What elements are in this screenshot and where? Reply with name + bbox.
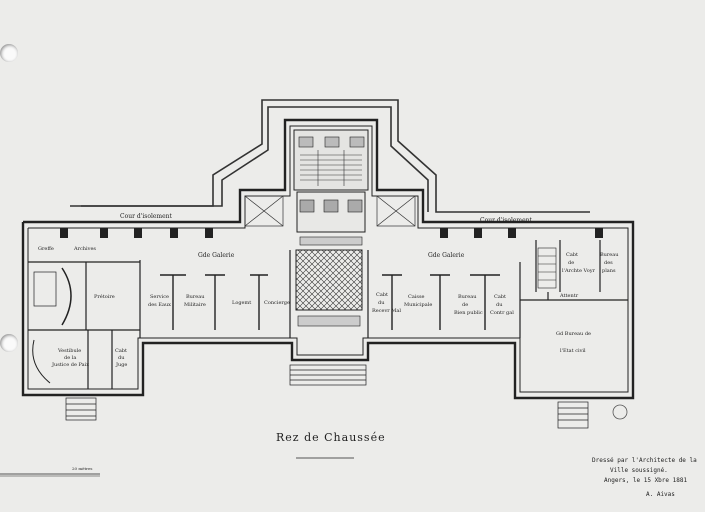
plan-title: Rez de Chaussée xyxy=(276,431,386,444)
signature-line-1: Dressé par l'Architecte de la xyxy=(592,457,697,464)
side-steps xyxy=(65,397,589,429)
central-hall xyxy=(295,249,363,311)
central-landing xyxy=(297,315,361,327)
gallery-label-right: Gde Galerie xyxy=(428,252,465,259)
room-cab-controleur-3: Contr gal xyxy=(490,310,514,316)
room-service-eaux-1: Service xyxy=(150,294,169,300)
room-vestibule-3: Justice de Paix xyxy=(51,362,89,368)
side-stairs xyxy=(244,195,416,227)
room-vestibule-1: Vestibule xyxy=(57,348,81,354)
archive-stamp xyxy=(612,404,628,420)
room-cab-architecte-3: l'Archte Voyr xyxy=(562,268,596,274)
room-bureau-militaire-1: Bureau xyxy=(186,294,205,300)
room-vestibule-2: de la xyxy=(64,355,76,361)
court-label-left: Cour d'isolement xyxy=(120,213,173,220)
room-cab-controleur-2: du xyxy=(496,302,503,308)
punch-hole-top xyxy=(0,44,18,62)
room-bureau-plans-1: Bureau xyxy=(600,252,619,258)
room-attente: Attentr xyxy=(559,293,579,299)
gallery-piers xyxy=(160,274,500,330)
room-cab-juge-2: du xyxy=(118,355,125,361)
pretoire-bench xyxy=(61,267,72,326)
room-caisse-2: Municipale xyxy=(404,302,432,308)
room-concierge: Concierge xyxy=(264,300,290,306)
court-label-right: Cour d'isolement xyxy=(480,217,533,224)
signature-line-2: Ville soussigné. xyxy=(610,467,668,474)
scale-label: 20 mètres xyxy=(72,466,92,471)
punch-hole-bottom xyxy=(0,334,18,352)
room-cab-juge-3: Juge xyxy=(115,362,127,368)
central-pavilion xyxy=(293,129,369,246)
room-cab-controleur-1: Cabt xyxy=(494,294,506,300)
inner-walls xyxy=(27,125,629,393)
entrance-steps xyxy=(289,364,367,386)
room-cab-receveur-1: Cabt xyxy=(376,292,388,298)
court-boundary xyxy=(70,99,590,213)
pretoire-dais xyxy=(33,271,57,307)
room-bureau-biens-2: de xyxy=(462,302,468,308)
gallery-label-left: Gde Galerie xyxy=(198,252,235,259)
room-cab-architecte-1: Cabt xyxy=(566,252,578,258)
room-bureau-militaire-2: Militaire xyxy=(184,302,206,308)
room-bureau-plans-3: plans xyxy=(602,268,616,274)
stair-left xyxy=(32,339,51,384)
partitions xyxy=(28,240,628,389)
room-cab-receveur-2: du xyxy=(378,300,385,306)
room-etat-civil-2: l'Etat civil xyxy=(560,348,586,354)
room-logement: Logemt xyxy=(232,300,251,306)
scale-bar xyxy=(0,473,100,477)
room-cab-juge-1: Cabt xyxy=(115,348,127,354)
wall-piers xyxy=(60,228,603,238)
room-caisse-1: Caisse xyxy=(408,294,425,300)
room-service-eaux-2: des Eaux xyxy=(148,302,171,308)
room-bureau-biens-1: Bureau xyxy=(458,294,477,300)
room-cab-receveur-3: Recevr Mal xyxy=(372,308,401,314)
room-etat-civil-1: Gd Bureau de xyxy=(556,331,591,337)
room-cab-architecte-2: de xyxy=(568,260,574,266)
room-archives: Archives xyxy=(73,246,96,252)
outer-walls xyxy=(21,118,635,400)
room-bureau-plans-2: des xyxy=(604,260,613,266)
room-bureau-biens-3: Bien public xyxy=(454,310,483,316)
room-pretoire: Prétoire xyxy=(94,293,115,300)
room-greffe: Greffe xyxy=(38,246,54,252)
stair-right xyxy=(537,247,557,289)
signature-line-3: Angers, le 15 Xbre 1881 xyxy=(604,477,687,484)
signature-line-4: A. Aivas xyxy=(646,491,675,498)
